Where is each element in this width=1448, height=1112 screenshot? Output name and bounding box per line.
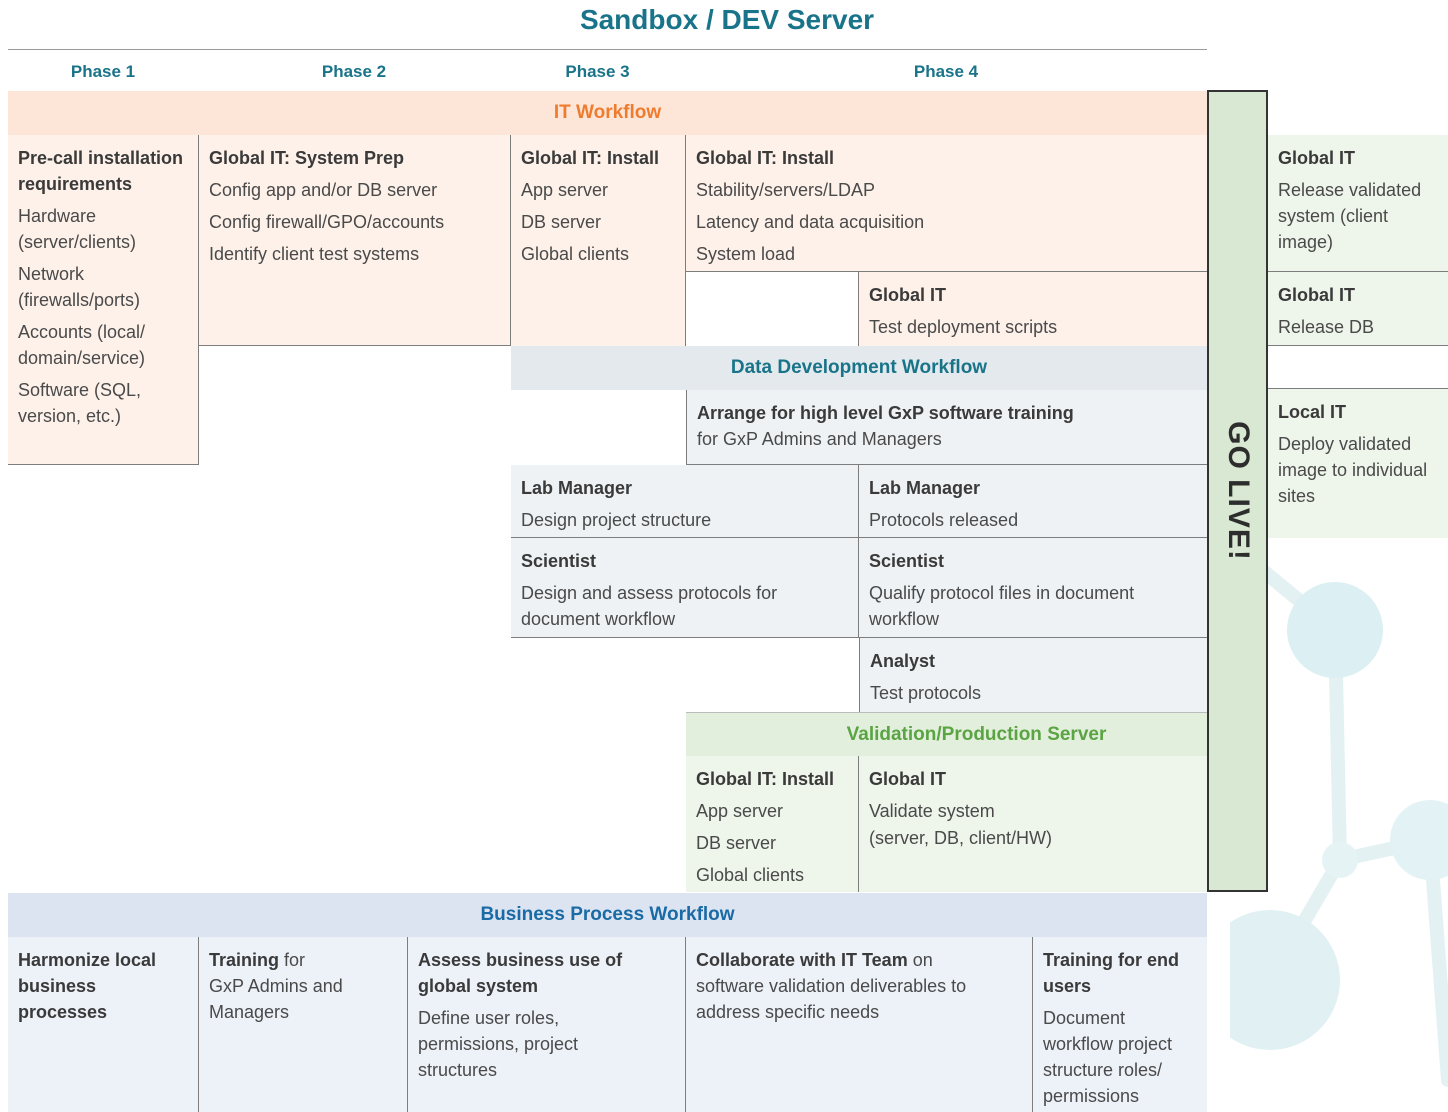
gxp-training-cell: Arrange for high level GxP software trai… — [686, 390, 1207, 465]
install-p3-cell: Global IT: Install App server DB server … — [511, 135, 686, 346]
validate-system-cell: Global IT Validate system (server, DB, c… — [859, 756, 1207, 892]
lab-manager-cell: Lab Manager Protocols released — [859, 465, 1207, 538]
validation-install-cell: Global IT: Install App server DB server … — [686, 756, 859, 892]
install-p4-item: System load — [696, 244, 796, 264]
molecule-decoration — [1230, 560, 1448, 1087]
install-p3-title: Global IT: Install — [521, 148, 660, 168]
scientist-cell: Scientist Design and assess protocols fo… — [511, 538, 859, 638]
local-deploy-cell: Local IT Deploy validated image to indiv… — [1268, 388, 1448, 538]
release-db-title: Global IT — [1278, 285, 1356, 305]
phase-2-label: Phase 2 — [321, 62, 387, 81]
scientist-text: Design and assess protocols for document… — [521, 583, 778, 629]
phase-4-label: Phase 4 — [913, 62, 979, 81]
release-system-cell: Global IT Release validated system (clie… — [1268, 135, 1448, 272]
go-live-label: GO LIVE! — [1221, 421, 1255, 561]
scientist-title: Scientist — [521, 551, 597, 571]
validation-install-item: Global clients — [696, 865, 805, 885]
lab-manager-title: Lab Manager — [869, 478, 981, 498]
bp-training-text2: GxP Admins and Managers — [209, 976, 343, 1022]
collaborate-title: Collaborate with IT Team — [696, 950, 908, 970]
end-user-training-cell: Training for end users Document workflow… — [1033, 937, 1207, 1112]
system-prep-item: Config app and/or DB server — [209, 180, 438, 200]
assess-text: Define user roles, permissions, project … — [418, 1008, 579, 1080]
page-title: Sandbox / DEV Server — [579, 4, 875, 35]
end-user-training-title: Training for end users — [1043, 950, 1180, 996]
release-db-text: Release DB — [1278, 317, 1375, 337]
go-live-bar: GO LIVE! — [1207, 90, 1268, 892]
phase-1-label: Phase 1 — [70, 62, 136, 81]
gxp-training-text: for GxP Admins and Managers — [697, 429, 942, 449]
release-db-cell: Global IT Release DB — [1268, 272, 1448, 346]
validation-install-item: App server — [696, 801, 784, 821]
end-user-training-text: Document workflow project structure role… — [1043, 1008, 1173, 1106]
precall-cell: Pre-call installation requirements Hardw… — [8, 135, 199, 465]
local-deploy-title: Local IT — [1278, 402, 1347, 422]
validation-install-title: Global IT: Install — [696, 769, 835, 789]
scientist-title: Scientist — [869, 551, 945, 571]
release-system-title: Global IT — [1278, 148, 1356, 168]
validation-install-item: DB server — [696, 833, 777, 853]
scientist-cell: Scientist Qualify protocol files in docu… — [859, 538, 1207, 638]
lab-manager-cell: Lab Manager Design project structure — [511, 465, 859, 538]
title-divider — [8, 49, 1207, 50]
precall-item: Accounts (local/ domain/service) — [18, 322, 146, 368]
lab-manager-text: Design project structure — [521, 510, 712, 530]
it-workflow-header: IT Workflow — [8, 91, 1207, 135]
bp-training-title: Training — [209, 950, 280, 970]
collaborate-text2: software validation deliverables to addr… — [696, 976, 967, 1022]
analyst-text: Test protocols — [870, 683, 982, 703]
install-p3-item: App server — [521, 180, 609, 200]
collaborate-cell: Collaborate with IT Team on software val… — [686, 937, 1033, 1112]
assess-cell: Assess business use of global system Def… — [408, 937, 686, 1112]
precall-item: Software (SQL, version, etc.) — [18, 380, 142, 426]
install-p4-item: Stability/servers/LDAP — [696, 180, 876, 200]
validate-system-item: (server, DB, client/HW) — [869, 828, 1053, 848]
install-p4-cell: Global IT: Install Stability/servers/LDA… — [686, 135, 1207, 272]
analyst-title: Analyst — [870, 651, 936, 671]
bp-training-cell: Training for GxP Admins and Managers — [199, 937, 408, 1112]
analyst-cell: Analyst Test protocols — [859, 638, 1207, 712]
precall-title: Pre-call installation requirements — [18, 148, 184, 194]
lab-manager-text: Protocols released — [869, 510, 1019, 530]
install-p3-item: Global clients — [521, 244, 630, 264]
lab-manager-title: Lab Manager — [521, 478, 633, 498]
deploy-scripts-item: Test deployment scripts — [869, 317, 1058, 337]
collaborate-text: on — [912, 950, 933, 970]
system-prep-title: Global IT: System Prep — [209, 148, 405, 168]
validate-system-item: Validate system — [869, 801, 995, 821]
precall-item: Hardware (server/clients) — [18, 206, 137, 252]
data-dev-header: Data Development Workflow — [511, 346, 1207, 390]
bp-training-text: for — [284, 950, 306, 970]
precall-item: Network (firewalls/ports) — [18, 264, 141, 310]
validation-header: Validation/Production Server — [686, 712, 1267, 756]
business-header: Business Process Workflow — [8, 893, 1207, 937]
install-p4-item: Latency and data acquisition — [696, 212, 925, 232]
system-prep-item: Config firewall/GPO/accounts — [209, 212, 445, 232]
assess-title: Assess business use of global system — [418, 950, 623, 996]
harmonize-cell: Harmonize local business processes — [8, 937, 199, 1112]
scientist-text: Qualify protocol files in document workf… — [869, 583, 1135, 629]
gxp-training-title: Arrange for high level GxP software trai… — [697, 403, 1074, 423]
release-system-text: Release validated system (client image) — [1278, 180, 1422, 252]
deploy-scripts-title: Global IT — [869, 285, 947, 305]
install-p4-title: Global IT: Install — [696, 148, 835, 168]
local-deploy-text: Deploy validated image to individual sit… — [1278, 434, 1428, 506]
deploy-scripts-cell: Global IT Test deployment scripts — [859, 272, 1207, 346]
system-prep-item: Identify client test systems — [209, 244, 420, 264]
install-p3-item: DB server — [521, 212, 602, 232]
validate-system-title: Global IT — [869, 769, 947, 789]
phase-3-label: Phase 3 — [565, 62, 630, 81]
empty-cell — [686, 272, 859, 346]
system-prep-cell: Global IT: System Prep Config app and/or… — [199, 135, 511, 346]
harmonize-title: Harmonize local business processes — [18, 950, 157, 1022]
